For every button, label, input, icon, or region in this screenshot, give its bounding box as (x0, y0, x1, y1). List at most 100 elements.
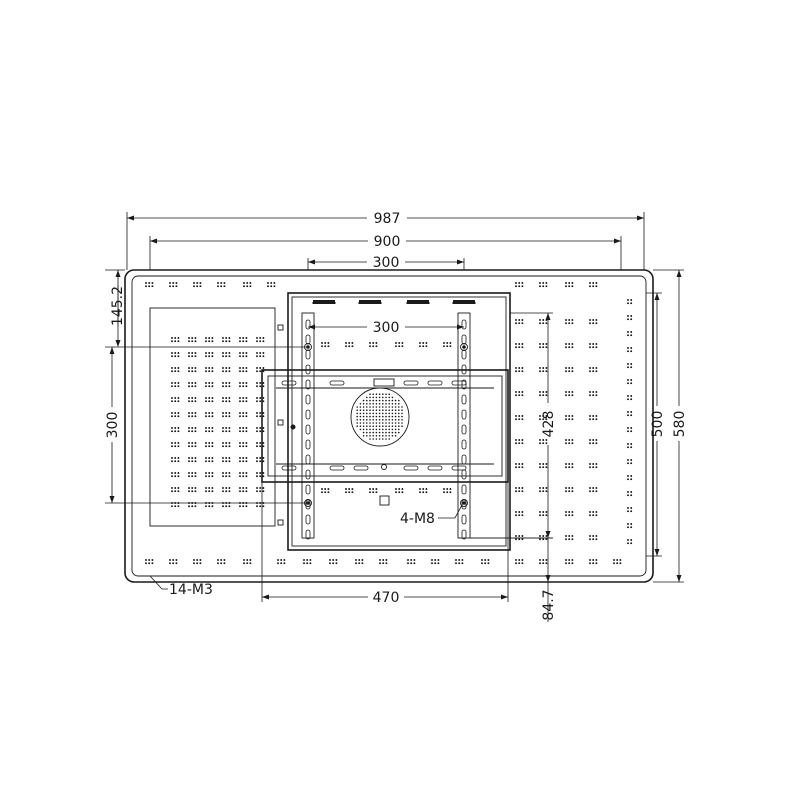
vent-dot (362, 422, 365, 424)
bracket-outer (261, 369, 509, 483)
vent-dot (630, 382, 633, 385)
vent-dot (521, 391, 524, 393)
vent-dot (419, 342, 421, 344)
vent-dot (256, 400, 258, 403)
vent-dot (375, 403, 378, 405)
rail-slot (305, 529, 311, 540)
vent-dot (151, 285, 154, 288)
vent-dot (592, 394, 595, 397)
vent-dot (571, 514, 574, 517)
vent-dot (262, 340, 265, 343)
vent-dot (174, 427, 177, 429)
vent-dot (630, 366, 633, 369)
vent-dot (437, 559, 440, 561)
vent-dot (521, 562, 524, 565)
vent-dot (394, 431, 397, 434)
vent-dot (398, 491, 401, 494)
vent-dot (388, 438, 391, 440)
vent-dot (401, 419, 403, 421)
vent-dot (565, 511, 567, 513)
vent-dot (595, 322, 598, 325)
vent-dot (571, 282, 574, 284)
vent-dot (270, 285, 273, 288)
vent-dot (332, 559, 335, 561)
vent-dot (174, 475, 177, 478)
vent-dot (256, 382, 258, 384)
vent-dot (545, 285, 548, 288)
vent-dot (630, 491, 633, 493)
vent-dot (171, 382, 173, 384)
vent-dot (446, 342, 449, 344)
vent-dot (369, 488, 371, 490)
vent-dot (208, 505, 211, 508)
vent-dot (589, 511, 591, 513)
vent-dot (568, 559, 571, 561)
vent-dot (225, 472, 228, 474)
vent-dot (175, 562, 178, 565)
vent-dot (401, 406, 403, 408)
vent-dot (539, 370, 541, 373)
vent-dot (256, 397, 258, 399)
vent-dot (239, 490, 241, 493)
vent-dot (388, 425, 391, 428)
vent-dot (174, 430, 177, 433)
vent-dot (321, 342, 323, 344)
label-overall-width: 987 (374, 211, 401, 227)
bracket-flanges (276, 387, 494, 465)
vent-dot (425, 488, 428, 490)
vent-dot (595, 319, 598, 321)
vent-dot (419, 345, 421, 348)
vent-dot (589, 319, 591, 321)
vent-dot (225, 460, 228, 463)
vent-dot (220, 559, 223, 561)
vent-dot (401, 415, 403, 418)
vent-dot (565, 559, 567, 561)
vent-dot (630, 427, 633, 429)
vent-dot (355, 559, 357, 561)
vent-dot (148, 282, 151, 284)
vent-dot (382, 409, 384, 412)
vent-dot (369, 399, 371, 402)
vent-dot (375, 431, 378, 434)
vent-dot (542, 487, 545, 489)
vent-dot (222, 445, 224, 448)
vent-dot (177, 382, 180, 384)
vent-dot (256, 352, 258, 354)
vent-dot (592, 487, 595, 489)
vent-dot (273, 285, 276, 288)
vent-dot (539, 394, 541, 397)
vent-dot (521, 319, 524, 321)
vent-dot (481, 559, 483, 561)
vent-dot (449, 342, 452, 344)
vent-dot (228, 487, 231, 489)
vent-dot (188, 490, 190, 493)
vent-dot (172, 282, 175, 284)
vent-dot (369, 425, 371, 428)
vent-dot (515, 559, 517, 561)
vent-dot (630, 331, 633, 333)
vent-dot (208, 340, 211, 343)
vent-dot (175, 285, 178, 288)
vent-dot (372, 431, 375, 434)
vent-dot (571, 511, 574, 513)
vent-dot (239, 385, 241, 388)
vent-dot (177, 367, 180, 369)
back-panel-outline (149, 307, 276, 527)
vent-dot (256, 427, 258, 429)
vent-dot (382, 406, 384, 408)
label-hole-span-width: 900 (374, 234, 401, 250)
vent-dot (375, 415, 378, 418)
vent-dot (270, 282, 273, 284)
vent-dot (571, 538, 574, 541)
vent-dot (145, 285, 147, 288)
vent-dot (267, 282, 269, 284)
vent-dot (222, 490, 224, 493)
vent-dot (388, 412, 391, 415)
vent-dot (191, 400, 194, 403)
vent-dot (208, 445, 211, 448)
vent-dot (366, 435, 368, 437)
vent-dot (542, 535, 545, 537)
vent-dot (211, 385, 214, 388)
vent-dot (542, 514, 545, 517)
vent-dot (208, 475, 211, 478)
